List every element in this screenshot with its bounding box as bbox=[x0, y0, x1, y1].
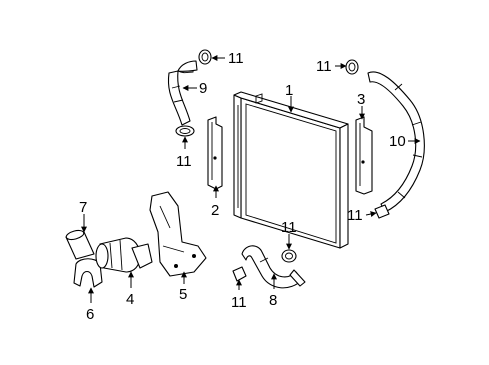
auxiliary-pump bbox=[95, 237, 153, 273]
bypass-hose bbox=[241, 245, 306, 289]
callout-8: 8 bbox=[269, 292, 277, 309]
pump-bracket bbox=[149, 191, 207, 277]
callout-2: 2 bbox=[211, 202, 219, 219]
sleeve bbox=[65, 229, 95, 260]
callout-11-top: 11 bbox=[228, 50, 244, 67]
long-hose bbox=[367, 71, 425, 213]
mount-clamp bbox=[73, 258, 103, 288]
hose-clamp-right-bottom bbox=[374, 204, 390, 219]
callout-11-upper-hose-clamp: 11 bbox=[176, 153, 192, 170]
side-bracket-right bbox=[355, 116, 373, 195]
callout-10: 10 bbox=[389, 133, 406, 150]
callout-11-lower-left: 11 bbox=[231, 294, 247, 311]
callout-3: 3 bbox=[357, 91, 365, 108]
callout-11-right-top: 11 bbox=[316, 58, 332, 75]
callout-6: 6 bbox=[86, 306, 94, 323]
hose-clamp-right-top bbox=[345, 59, 359, 75]
hose-clamp-lower-right bbox=[281, 249, 297, 263]
callout-4: 4 bbox=[126, 291, 134, 308]
hose-clamp-top bbox=[198, 49, 212, 65]
callout-7: 7 bbox=[79, 199, 87, 216]
callout-1: 1 bbox=[285, 82, 293, 99]
callout-11-right-bottom: 11 bbox=[347, 207, 363, 224]
hose-clamp-mid bbox=[175, 125, 195, 137]
side-bracket-left bbox=[207, 116, 223, 190]
callout-9: 9 bbox=[199, 80, 207, 97]
hose-clamp-lower-left bbox=[232, 266, 247, 282]
leader-lines bbox=[81, 55, 421, 303]
callout-11-lower-right: 11 bbox=[281, 219, 297, 236]
upper-hose bbox=[167, 60, 198, 126]
callout-5: 5 bbox=[179, 286, 187, 303]
